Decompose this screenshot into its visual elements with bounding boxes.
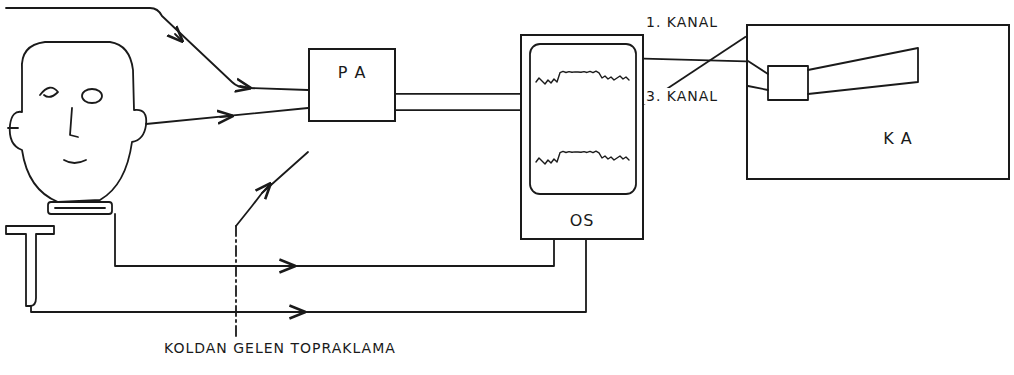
signal-cable xyxy=(644,36,746,104)
eye xyxy=(82,89,102,103)
chin-electrode xyxy=(48,202,112,214)
oscilloscope-box: OS xyxy=(520,34,644,240)
input-wire xyxy=(6,8,308,90)
camera-lens xyxy=(808,48,918,94)
input-wire xyxy=(8,127,18,129)
ground-wire xyxy=(236,152,308,226)
oscilloscope-screen xyxy=(530,44,636,194)
signal-cable xyxy=(396,93,520,95)
camera-box: K A xyxy=(746,24,1010,180)
node-label: P A xyxy=(338,64,367,82)
camera-body xyxy=(768,66,808,100)
node-label: K A xyxy=(883,130,913,148)
mouth xyxy=(64,160,86,163)
ground-note: KOLDAN GELEN TOPRAKLAMA xyxy=(162,340,398,356)
electrode-wire xyxy=(31,240,586,312)
channel-label: 1. KANAL xyxy=(644,14,720,30)
ground-wire xyxy=(235,226,237,336)
node-label: OS xyxy=(570,212,595,230)
signal-cable xyxy=(396,109,520,111)
amplifier-box: P A xyxy=(308,48,396,122)
signal-trace xyxy=(536,71,629,84)
electrode-wire xyxy=(115,214,554,266)
head-outline xyxy=(10,42,147,202)
nose xyxy=(70,108,78,137)
t-probe xyxy=(6,226,54,306)
signal-trace xyxy=(536,151,629,164)
eye xyxy=(40,88,58,97)
channel-label: 3. KANAL xyxy=(644,88,720,104)
signal-cable xyxy=(644,59,746,62)
input-wire xyxy=(146,108,308,124)
